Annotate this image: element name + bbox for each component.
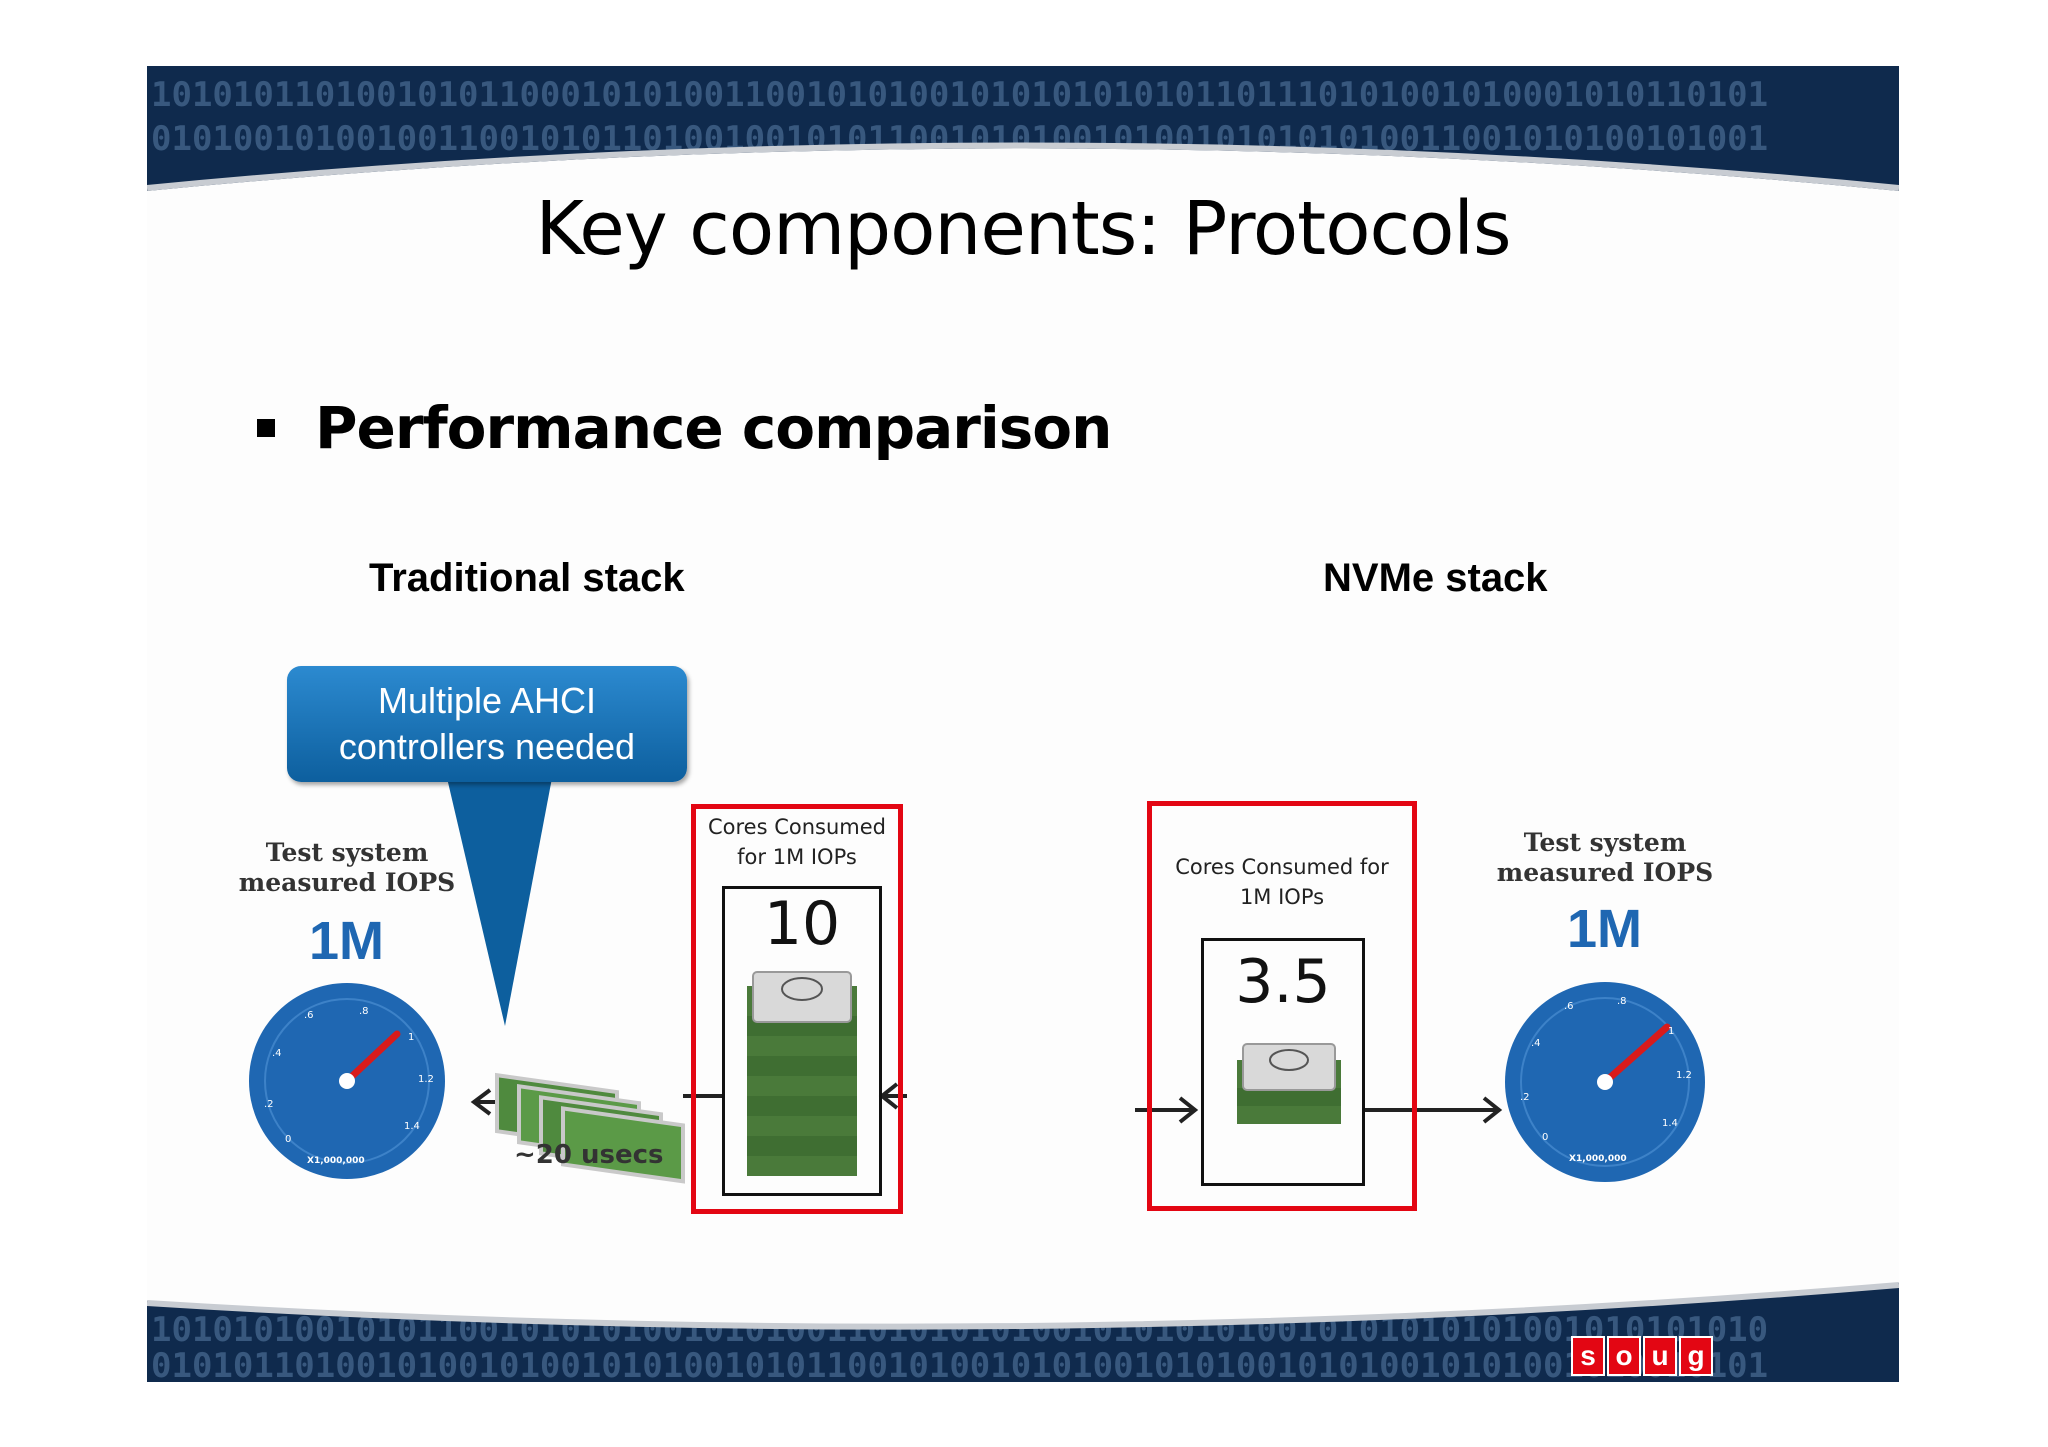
gauge-tick: 0 <box>1542 1132 1549 1143</box>
traditional-cores-box: 10 <box>722 886 882 1196</box>
traditional-cores-highlight <box>691 804 903 1214</box>
arrow-to-nvme-gauge-icon <box>1362 1096 1503 1124</box>
bullet-square-icon <box>257 419 275 437</box>
ahci-callout: Multiple AHCI controllers needed <box>287 666 687 782</box>
caption-line-1: Test system <box>265 838 429 867</box>
traditional-stack-heading: Traditional stack <box>369 556 685 600</box>
gauge-tick: .8 <box>1617 996 1627 1007</box>
nvme-cores-label: Cores Consumed for 1M IOPs <box>1151 852 1413 912</box>
callout-line-2: controllers needed <box>338 726 636 767</box>
soug-logo: s o u g <box>1569 1336 1713 1376</box>
nvme-cores-value: 3.5 <box>1235 947 1331 1017</box>
gauge-tick: .6 <box>1564 1001 1574 1012</box>
gauge-tick: .2 <box>264 1099 274 1110</box>
gauge-tick: .8 <box>359 1006 369 1017</box>
nvme-iops-value: 1M <box>1567 899 1643 959</box>
arrow-into-cores-icon <box>1135 1096 1199 1124</box>
cpu-stack-3-5-icon <box>1237 1043 1341 1124</box>
gauge-tick: 1.4 <box>404 1121 420 1132</box>
logo-letter: s <box>1571 1336 1605 1376</box>
nvme-gauge-unit: X1,000,000 <box>1569 1154 1627 1164</box>
header-band: 1010101101001010110001010100110010101001… <box>147 66 1899 216</box>
gauge-tick: 1.2 <box>1676 1070 1692 1081</box>
logo-letter: o <box>1607 1336 1641 1376</box>
traditional-gauge-caption: Test system measured IOPS <box>237 838 457 898</box>
diagram-graphics <box>249 778 1705 1184</box>
gauge-tick: 1 <box>408 1032 415 1043</box>
gauge-tick: 1.4 <box>1662 1118 1678 1129</box>
bullet-text: Performance comparison <box>315 394 1112 462</box>
logo-letter: u <box>1643 1336 1677 1376</box>
cores-label-line-2: for 1M IOPs <box>737 845 857 869</box>
caption-line-2: measured IOPS <box>238 868 456 897</box>
gauge-tick: .6 <box>304 1010 314 1021</box>
traditional-iops-value: 1M <box>309 911 385 971</box>
traditional-gauge-icon <box>249 983 445 1179</box>
cpu-stack-10-icon <box>747 971 857 1176</box>
bullet-item: Performance comparison <box>257 394 1112 462</box>
caption-line-2: measured IOPS <box>1496 858 1714 887</box>
nvme-cores-box: 3.5 <box>1201 938 1365 1186</box>
gauge-tick: 0 <box>285 1134 292 1145</box>
latency-label: ~20 usecs <box>514 1140 664 1170</box>
gauge-tick: 1 <box>1668 1026 1675 1037</box>
gauge-tick: .4 <box>1531 1038 1541 1049</box>
nvme-stack-heading: NVMe stack <box>1323 556 1548 600</box>
ahci-controller-cards-icon <box>495 1072 685 1184</box>
traditional-gauge-unit: X1,000,000 <box>307 1156 365 1166</box>
nvme-gauge-icon <box>1505 982 1705 1182</box>
callout-line-1: Multiple AHCI <box>377 680 597 721</box>
caption-line-1: Test system <box>1523 828 1687 857</box>
slide-title: Key components: Protocols <box>535 186 1511 272</box>
cores-label-line-1: Cores Consumed for <box>1175 855 1389 879</box>
gauge-tick: .2 <box>1520 1092 1530 1103</box>
callout-tail <box>447 778 552 1026</box>
nvme-cores-highlight <box>1147 801 1417 1211</box>
logo-letter: g <box>1679 1336 1713 1376</box>
gauge-tick: 1.2 <box>418 1074 434 1085</box>
cores-label-line-2: 1M IOPs <box>1239 885 1325 909</box>
binary-pattern-top: 1010101101001010110001010100110010101001… <box>147 66 1899 216</box>
slide: 1010101101001010110001010100110010101001… <box>147 66 1899 1382</box>
svg-text:101010110100101011000101010011: 1010101101001010110001010100110010101001… <box>151 75 1768 115</box>
svg-text:010101101001010010100101010010: 0101011010010100101001010100101011001010… <box>151 1346 1768 1382</box>
cores-label-line-1: Cores Consumed <box>708 815 886 839</box>
gauge-tick: .4 <box>272 1048 282 1059</box>
nvme-gauge-caption: Test system measured IOPS <box>1485 828 1725 888</box>
traditional-cores-value: 10 <box>763 889 841 959</box>
traditional-cores-label: Cores Consumed for 1M IOPs <box>695 812 899 872</box>
